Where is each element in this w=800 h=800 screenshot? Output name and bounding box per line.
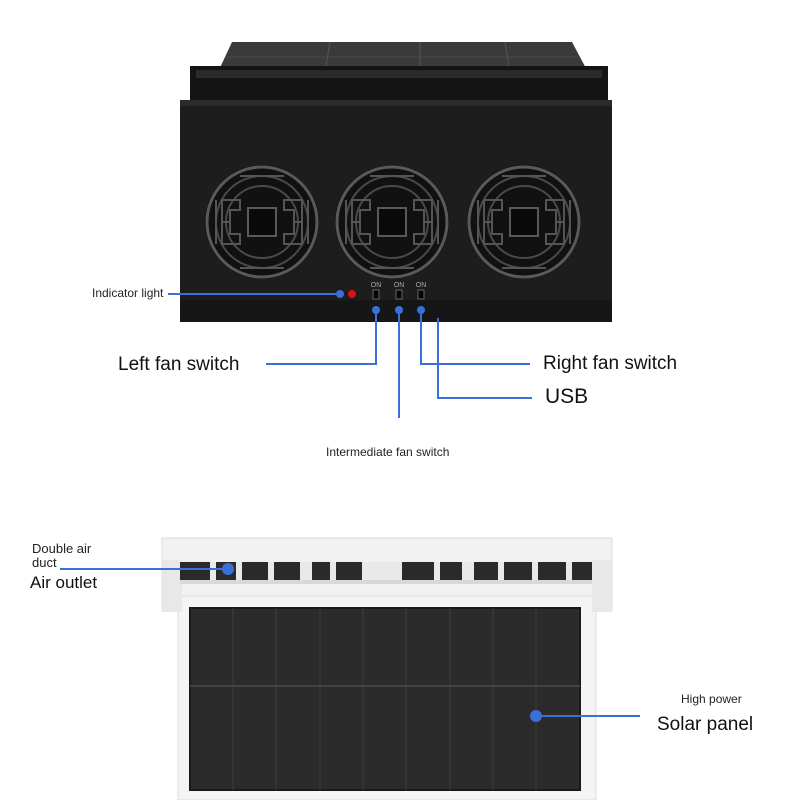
high-power-label: High power bbox=[681, 692, 742, 706]
left-fan-switch-label: Left fan switch bbox=[118, 354, 240, 375]
top-callouts bbox=[168, 293, 532, 418]
indicator-light-label: Indicator light bbox=[92, 286, 164, 300]
double-air-duct-label-line2: duct bbox=[32, 555, 57, 570]
indicator-led bbox=[348, 290, 356, 298]
right-fan-switch bbox=[417, 289, 425, 300]
switch-panel: ON ON ON bbox=[371, 282, 427, 300]
switch-mark-right: ON bbox=[416, 282, 427, 289]
top-rim bbox=[190, 66, 608, 110]
usb-label: USB bbox=[545, 385, 589, 408]
air-outlet-label: Air outlet bbox=[30, 573, 98, 592]
bottom-callouts bbox=[60, 568, 640, 717]
switch-mark-middle: ON bbox=[394, 282, 405, 289]
right-fan-switch-label: Right fan switch bbox=[543, 353, 678, 374]
left-fan-switch bbox=[372, 289, 380, 300]
bottom-callout-dots bbox=[222, 563, 542, 722]
middle-fan-grille bbox=[335, 165, 449, 279]
air-outlet-vents bbox=[180, 562, 592, 584]
solar-panel-label: Solar panel bbox=[657, 714, 754, 735]
switch-mark-left: ON bbox=[371, 282, 382, 289]
left-fan-grille bbox=[205, 165, 319, 279]
middle-fan-switch bbox=[395, 289, 403, 300]
right-fan-grille bbox=[467, 165, 581, 279]
top-callout-dots bbox=[336, 290, 425, 314]
intermediate-fan-switch-label: Intermediate fan switch bbox=[326, 445, 450, 459]
double-air-duct-label-line1: Double air bbox=[32, 541, 92, 556]
solar-panel bbox=[189, 607, 581, 791]
